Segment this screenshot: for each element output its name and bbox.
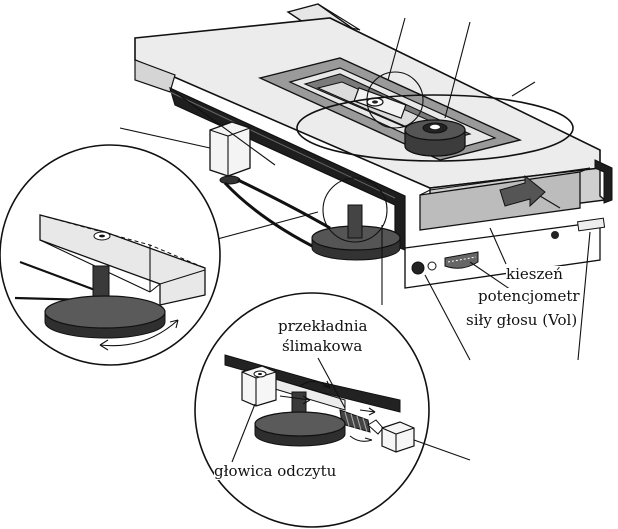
rotation-arrow-left (99, 319, 179, 347)
label-worm-line1: przekładnia (278, 317, 368, 335)
highlight-circle-turntable (322, 177, 388, 243)
label-volume-line1: potencjometr (478, 287, 580, 305)
detail-bottom-turntable (254, 411, 346, 437)
label-worm-line2: ślimakowa (282, 337, 363, 355)
highlight-ellipse (296, 94, 574, 162)
detail-left-turntable (44, 295, 166, 329)
insert-arrow (499, 174, 546, 208)
label-pocket: kieszeń (506, 265, 563, 283)
motor-block (209, 121, 251, 177)
side-button (577, 217, 606, 232)
worm-gear (344, 411, 368, 433)
detail-motor (381, 421, 415, 453)
label-volume-line2: siły głosu (Vol) (466, 311, 578, 329)
drive-belt (223, 178, 331, 252)
volume-knob (444, 251, 479, 269)
jack-socket (411, 261, 425, 275)
label-read-head: głowica odczytu (214, 462, 337, 480)
highlight-circle-top (366, 71, 424, 129)
